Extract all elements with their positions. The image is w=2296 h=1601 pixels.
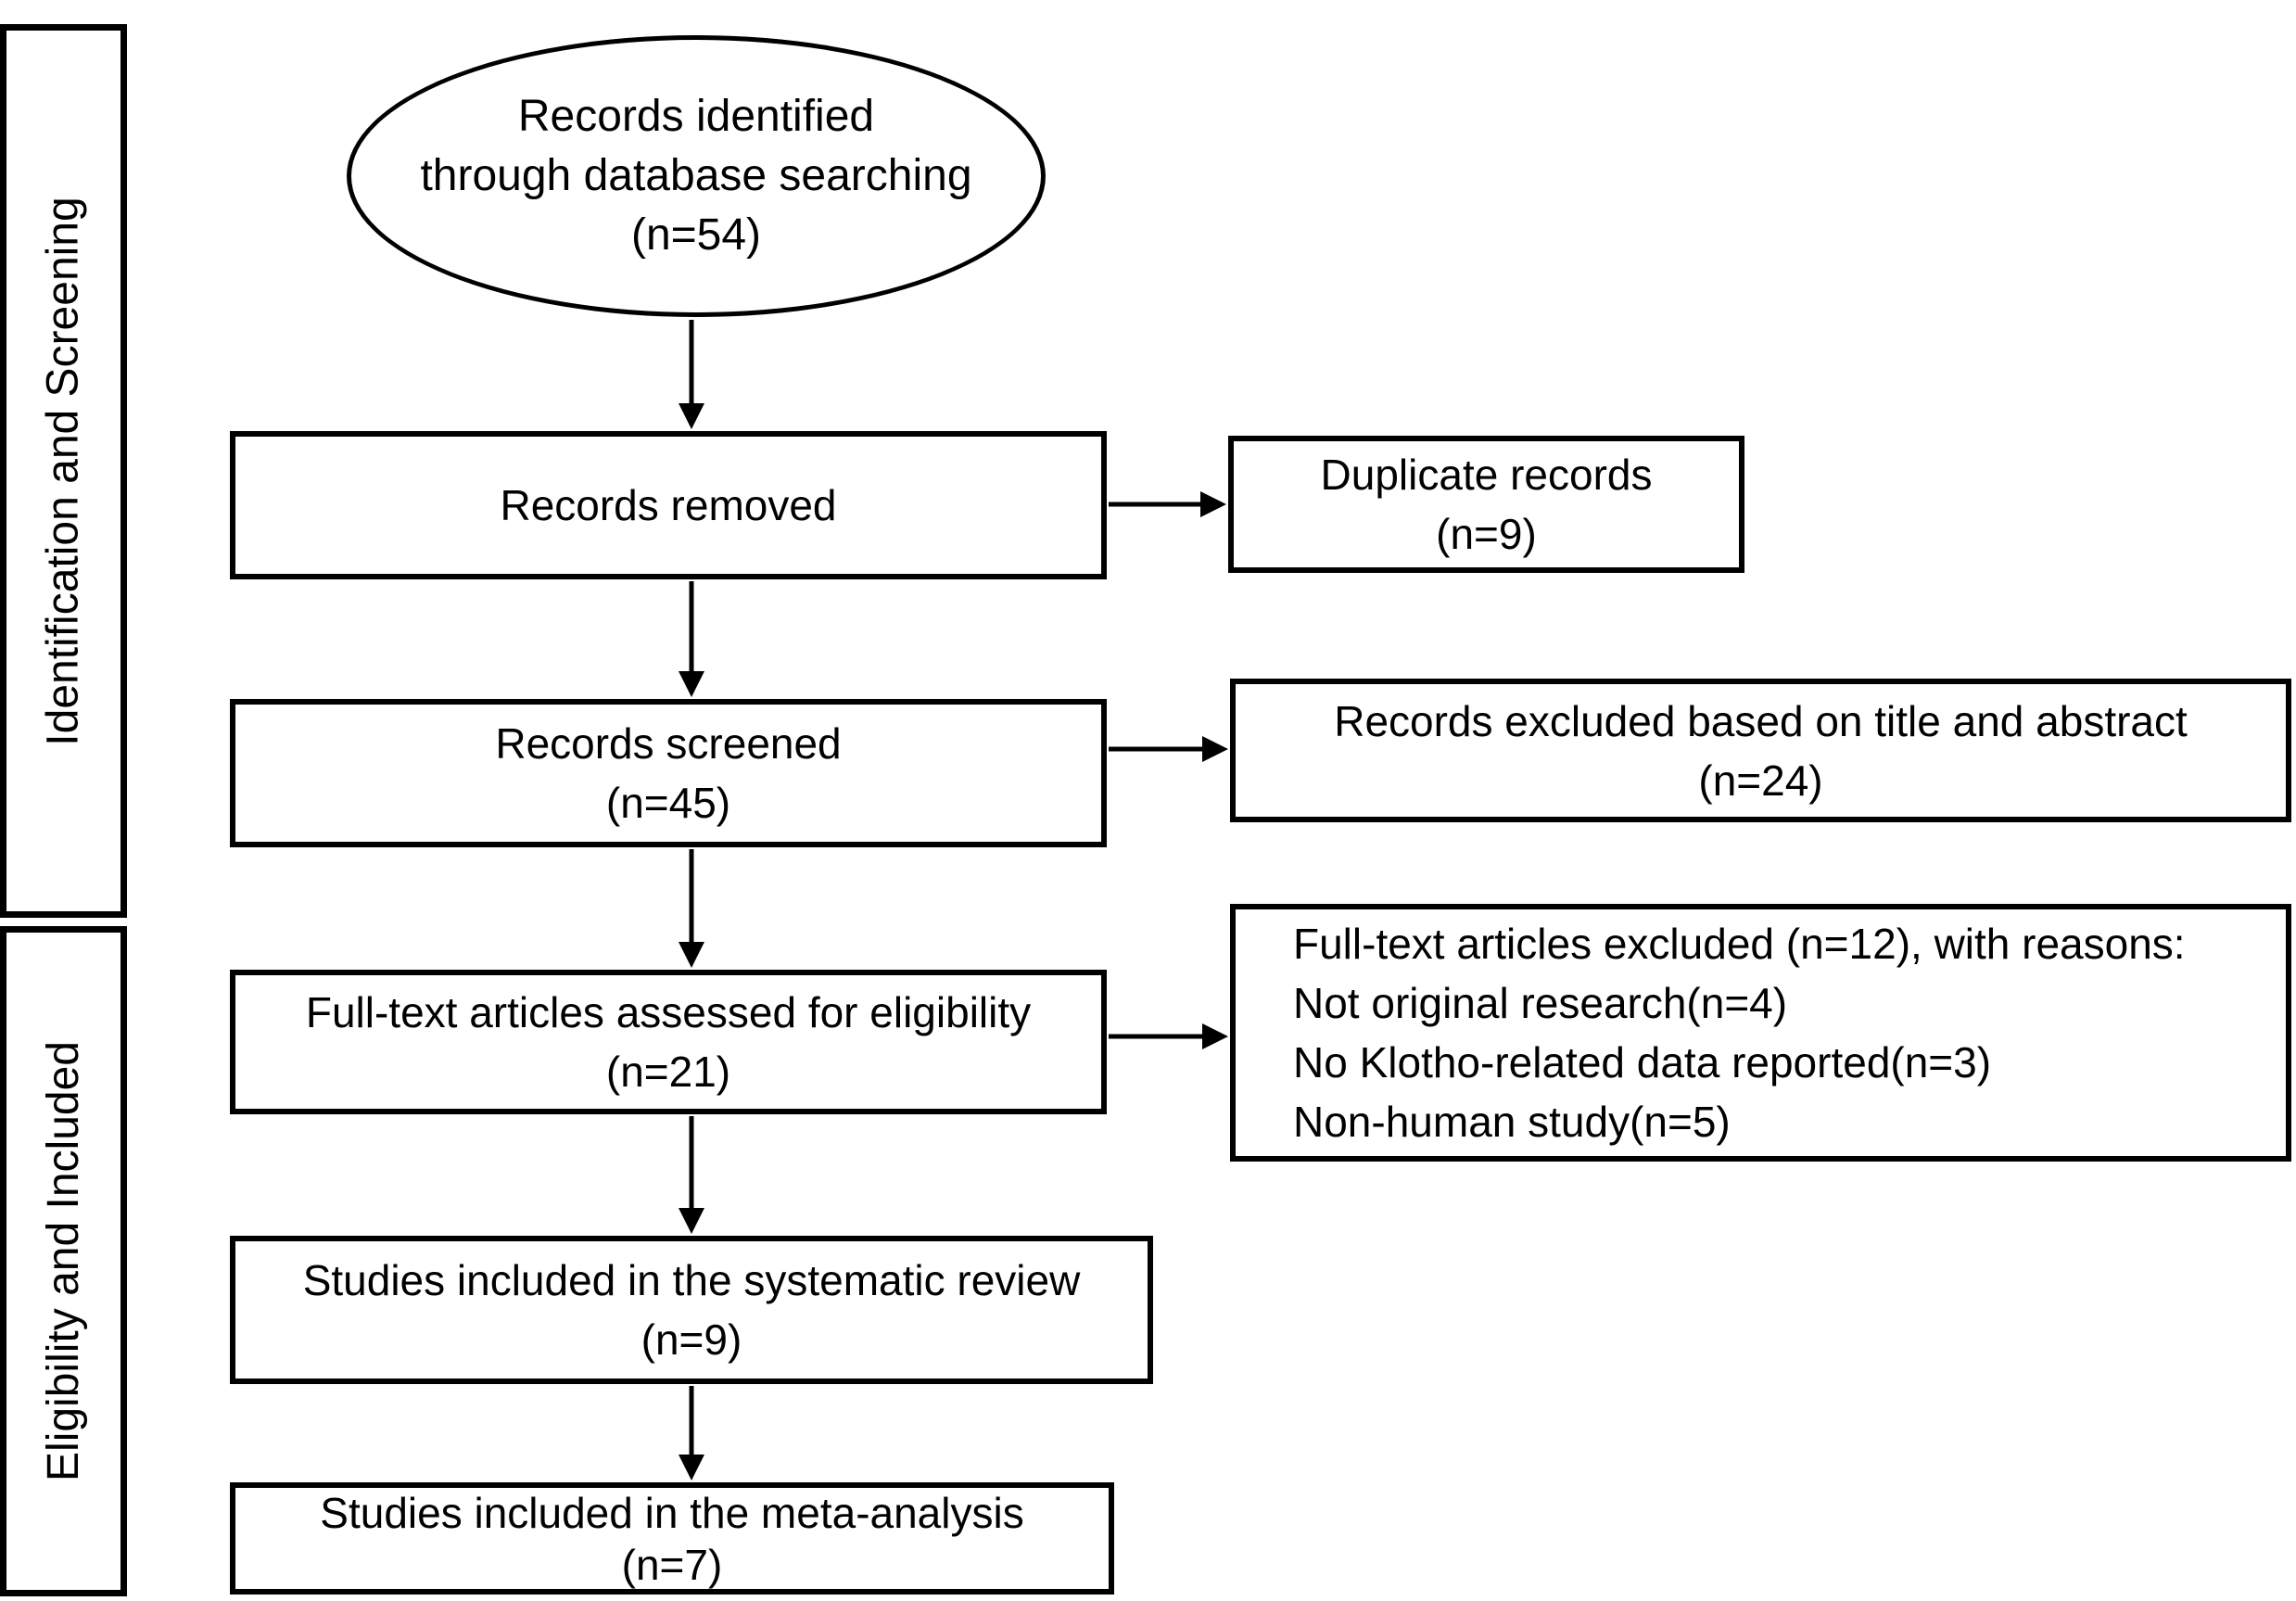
node-systematic-review-included-label: Studies included in the systematic revie… <box>302 1256 1081 1304</box>
node-records-screened-count: (n=45) <box>605 779 731 827</box>
node-records-screened-label: Records screened <box>495 719 842 768</box>
arrow-screened-to-fulltext <box>679 849 704 968</box>
node-fulltext-excluded: Full-text articles excluded (n=12), with… <box>1230 904 2291 1162</box>
node-records-screened: Records screened (n=45) <box>230 699 1107 847</box>
node-fulltext-excluded-line4: Non-human study(n=5) <box>1293 1098 1731 1146</box>
node-records-removed: Records removed <box>230 431 1107 579</box>
node-records-excluded-label: Records excluded based on title and abst… <box>1334 696 2188 745</box>
phase-label-eligibility-included: Eligibility and Included <box>39 1041 88 1481</box>
node-records-excluded: Records excluded based on title and abst… <box>1230 679 2291 822</box>
arrow-records-removed-to-duplicates <box>1109 491 1226 517</box>
node-records-identified-line1: Records identified <box>517 92 875 141</box>
node-records-excluded-count: (n=24) <box>1698 756 1823 805</box>
node-fulltext-excluded-line1: Full-text articles excluded (n=12), with… <box>1293 920 2186 968</box>
node-fulltext-excluded-line2: Not original research(n=4) <box>1293 979 1788 1027</box>
node-records-identified-line2: through database searching <box>420 151 972 200</box>
node-fulltext-assessed: Full-text articles assessed for eligibil… <box>230 970 1107 1114</box>
node-meta-analysis-included-label: Studies included in the meta-analysis <box>320 1488 1024 1537</box>
node-records-removed-label: Records removed <box>500 481 837 529</box>
phase-label-identification-screening: Identification and Screening <box>39 196 88 746</box>
node-duplicate-records-count: (n=9) <box>1436 510 1537 558</box>
node-systematic-review-included: Studies included in the systematic revie… <box>230 1236 1153 1384</box>
node-systematic-review-included-count: (n=9) <box>641 1315 742 1364</box>
arrow-fulltext-to-excluded <box>1109 1023 1228 1049</box>
arrow-systematic-review-to-meta-analysis <box>679 1386 704 1480</box>
node-records-identified-count: (n=54) <box>630 210 762 260</box>
node-fulltext-assessed-label: Full-text articles assessed for eligibil… <box>305 988 1032 1036</box>
node-meta-analysis-included: Studies included in the meta-analysis (n… <box>230 1482 1114 1595</box>
node-duplicate-records-label: Duplicate records <box>1320 451 1653 499</box>
node-records-identified: Records identified through database sear… <box>347 35 1046 317</box>
arrow-source-to-records-removed <box>679 320 704 429</box>
node-duplicate-records: Duplicate records (n=9) <box>1228 436 1744 573</box>
node-fulltext-excluded-line3: No Klotho-related data reported(n=3) <box>1293 1038 1992 1086</box>
arrow-screened-to-excluded <box>1109 736 1228 762</box>
phase-box-eligibility-included: Eligibility and Included <box>0 926 127 1596</box>
node-meta-analysis-included-count: (n=7) <box>621 1540 723 1589</box>
arrow-fulltext-to-systematic-review <box>679 1116 704 1234</box>
phase-box-identification-screening: Identification and Screening <box>0 24 127 918</box>
node-fulltext-assessed-count: (n=21) <box>605 1048 731 1096</box>
arrow-records-removed-to-screened <box>679 581 704 697</box>
